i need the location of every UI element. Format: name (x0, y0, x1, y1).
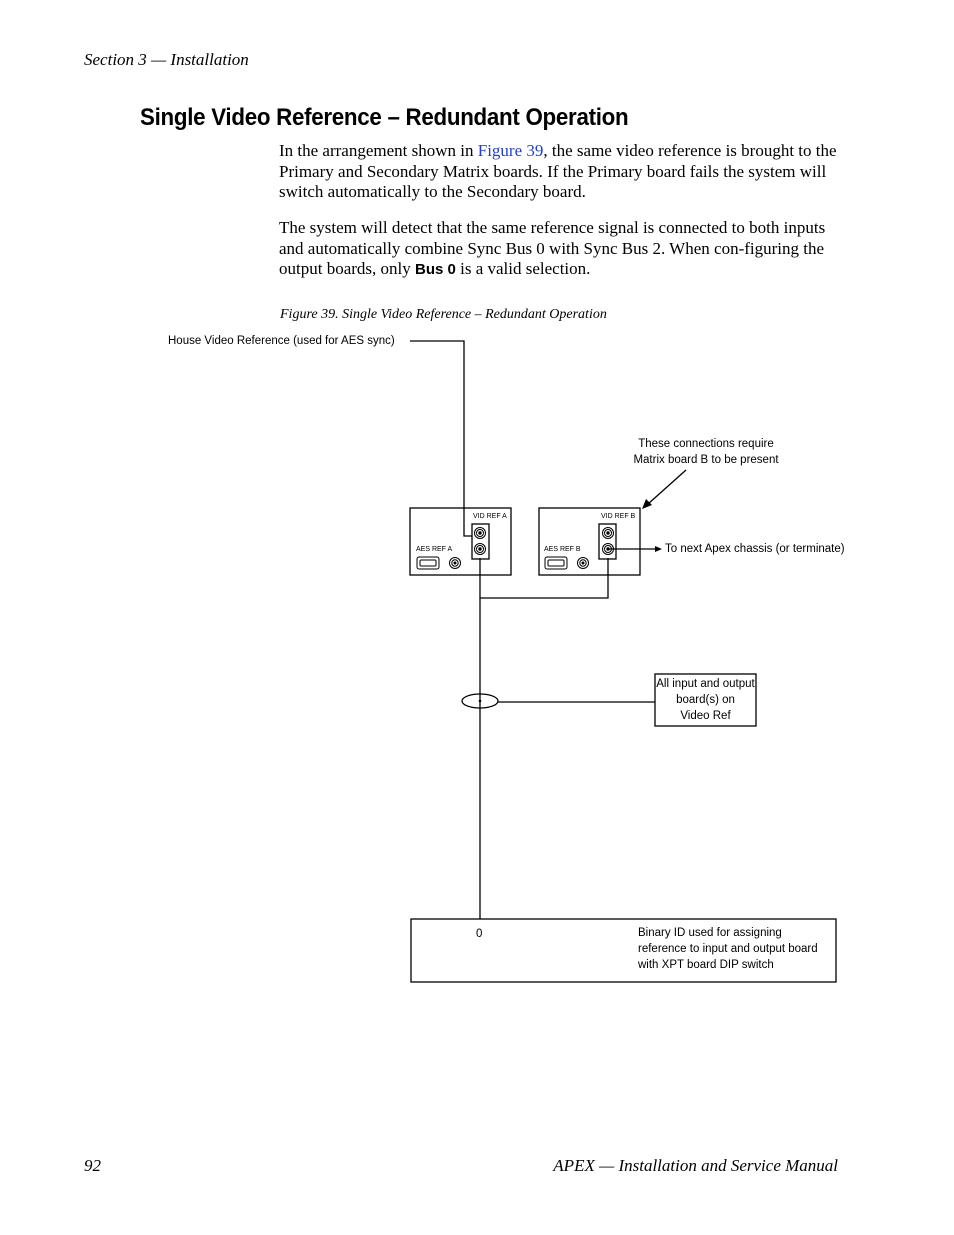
boards-box-line2: board(s) on (676, 694, 735, 706)
para1-text-end: , the same video reference is brought to… (279, 141, 837, 202)
figure-caption: Figure 39. Single Video Reference – Redu… (280, 307, 607, 322)
board-b-aes-connector-icon (544, 556, 589, 570)
house-reference-label: House Video Reference (used for AES sync… (168, 335, 395, 347)
loop-cable (479, 558, 609, 599)
para2-text-end: is a valid selection. (455, 259, 591, 279)
board-b-note-line1: These connections require (638, 438, 774, 450)
board-b-note-line2: Matrix board B to be present (633, 454, 779, 466)
board-b-bnc-connectors (602, 527, 614, 555)
house-reference-cable (410, 340, 472, 537)
board-b-note: These connections require Matrix board B… (606, 436, 806, 468)
board-b-aes-ref-label: AES REF B (544, 546, 581, 553)
para1-text-start: In the arrangement shown in (279, 141, 478, 160)
binary-id-value: 0 (476, 928, 483, 940)
board-a-vid-ref-label: VID REF A (473, 513, 507, 520)
note-arrow-line (647, 469, 687, 505)
page-number: 92 (84, 1156, 101, 1175)
detail-paragraph: The system will detect that the same ref… (279, 218, 841, 281)
binary-id-line2: reference to input and output board (638, 943, 818, 955)
board-a-panel (409, 507, 512, 576)
board-b-vid-ref-label: VID REF B (601, 513, 636, 520)
section-header: Section 3 — Installation (84, 50, 249, 69)
board-a-aes-connector-icon (416, 556, 461, 570)
intro-paragraph: In the arrangement shown in Figure 39, t… (279, 141, 841, 203)
next-chassis-arrowhead (655, 546, 662, 552)
note-arrowhead (642, 499, 652, 509)
binary-id-line1: Binary ID used for assigning (638, 927, 782, 939)
boards-box-line3: Video Ref (680, 710, 731, 722)
boards-box (654, 673, 757, 727)
bus-ellipse (461, 693, 499, 709)
binary-id-description: Binary ID used for assigning reference t… (638, 925, 818, 973)
board-a-bnc-connectors (474, 527, 486, 555)
boards-box-text: All input and output board(s) on Video R… (655, 676, 756, 724)
board-b-panel (538, 507, 641, 576)
binary-id-line3: with XPT board DIP switch (638, 959, 774, 971)
binary-id-box (410, 918, 837, 983)
boards-box-line1: All input and output (656, 678, 755, 690)
bus-0-label: Bus 0 (415, 261, 456, 279)
next-chassis-label: To next Apex chassis (or terminate) (665, 543, 845, 555)
page-title: Single Video Reference – Redundant Opera… (140, 104, 629, 131)
board-a-aes-ref-label: AES REF A (416, 546, 453, 553)
para2-text-start: The system will detect that the same ref… (279, 218, 826, 279)
figure-39-link[interactable]: Figure 39 (477, 141, 544, 160)
manual-title: APEX — Installation and Service Manual (553, 1156, 838, 1175)
ellipse-dot (478, 699, 482, 703)
